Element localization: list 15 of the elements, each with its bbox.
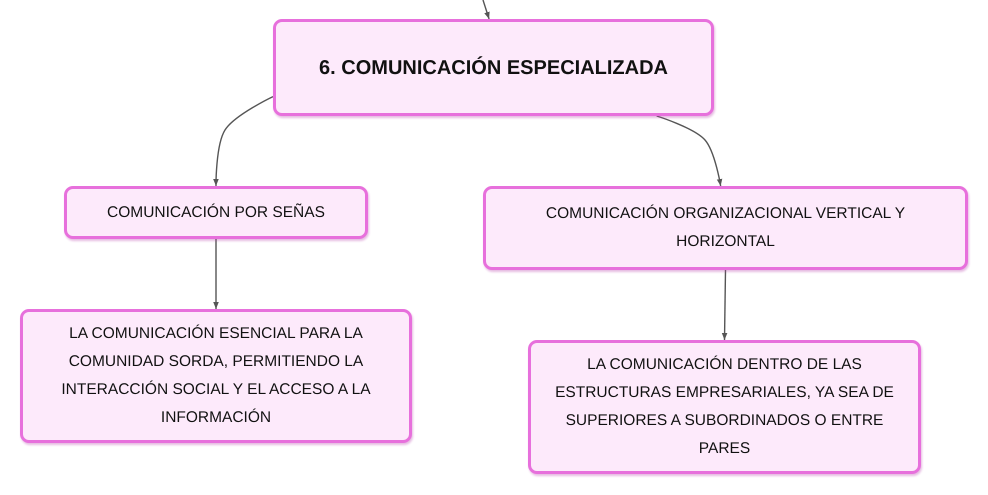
arrow (213, 239, 219, 309)
topic-text: LA COMUNICACIÓN ESENCIAL PARA LA COMUNIDAD SORDA, PERMITIENDO LA INTERACCIÓN SOCIAL Y EL ACCESO A LA INFORMACIÓN (60, 324, 372, 428)
topic-box (64, 186, 368, 239)
arrow (656, 115, 722, 186)
arrow (482, 0, 490, 20)
topic-text: LA COMUNICACIÓN DENTRO DE LAS ESTRUCTURAS EMPRESARIALES, YA SEA DE SUPERIORES A SUBORDINADOS O ENTRE PARES (554, 354, 895, 459)
topic-text: COMUNICACIÓN POR SEÑAS (107, 202, 325, 222)
topic-text: COMUNICACIÓN ORGANIZACIONAL VERTICAL Y HORIZONTAL (544, 204, 906, 252)
arrow (722, 270, 728, 340)
topic-box (20, 309, 412, 443)
topic-text: 6. COMUNICACIÓN ESPECIALIZADA (319, 55, 668, 80)
topic-box (273, 19, 714, 116)
arrow (213, 96, 274, 186)
topic-box (483, 186, 968, 270)
topic-box (528, 340, 921, 474)
